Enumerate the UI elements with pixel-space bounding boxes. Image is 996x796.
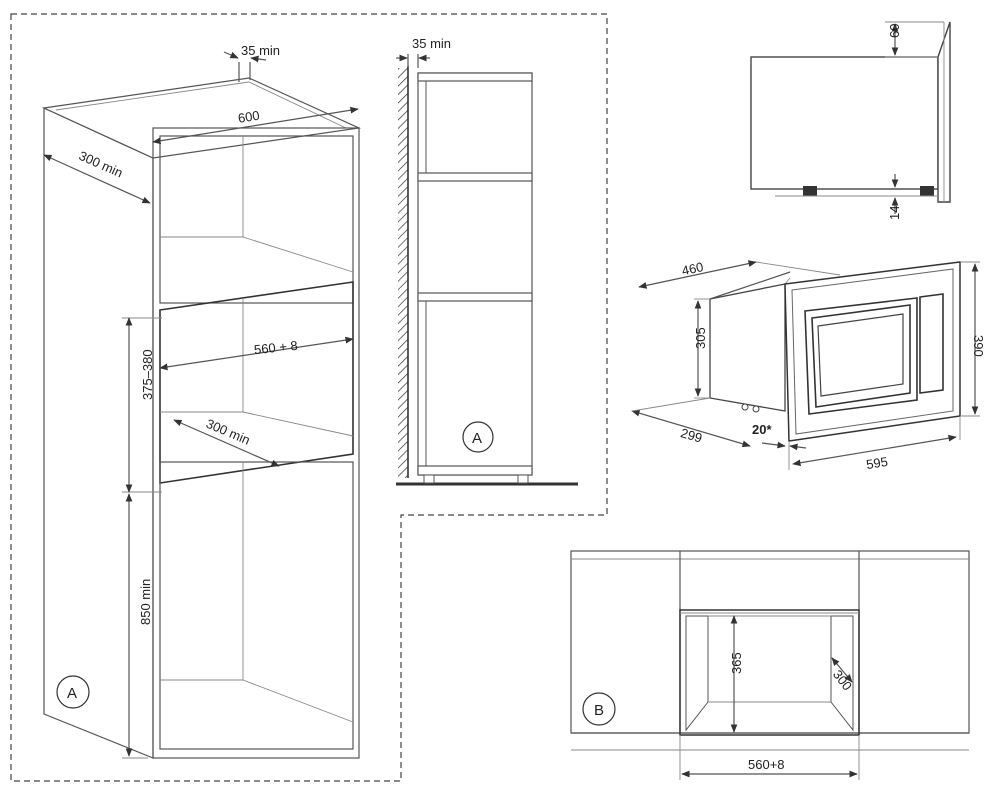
dim-opening-height: 365 <box>729 652 744 674</box>
dim-base-height: 850 min <box>138 579 153 625</box>
dim-side-clearance: 35 min <box>412 36 451 51</box>
label-front-view-b: B <box>594 702 604 719</box>
dim-body-depth: 299 <box>679 425 704 445</box>
dim-body-height: 305 <box>693 327 708 349</box>
wall-niche-front-view: 365 300 560+8 <box>570 550 970 780</box>
dim-frame-width: 595 <box>865 454 889 472</box>
appliance-perspective: 460 305 390 299 20* 595 <box>631 259 986 472</box>
dim-clearance-top: 35 min <box>241 43 280 58</box>
label-cabinet-a: A <box>67 685 77 702</box>
dim-top-offset: 60 <box>887 24 902 38</box>
dim-niche-depth: 300 min <box>204 416 252 448</box>
appliance-side-profile: 60 14 <box>750 21 951 220</box>
dashed-boundary <box>10 13 608 782</box>
dim-door-offset: 20* <box>752 422 772 437</box>
cabinet-side-view: 35 min <box>396 36 578 486</box>
dim-cabinet-width: 600 <box>237 108 261 126</box>
dim-opening-width: 560+8 <box>748 757 785 772</box>
dim-niche-height: 375–380 <box>140 349 155 400</box>
tall-cabinet <box>41 77 362 759</box>
dim-niche-width: 560 + 8 <box>253 338 298 357</box>
dim-appliance-depth: 460 <box>680 259 704 278</box>
label-side-view-a: A <box>472 430 482 447</box>
dim-bottom-offset: 14 <box>887 206 902 220</box>
dim-frame-height: 390 <box>971 335 986 357</box>
